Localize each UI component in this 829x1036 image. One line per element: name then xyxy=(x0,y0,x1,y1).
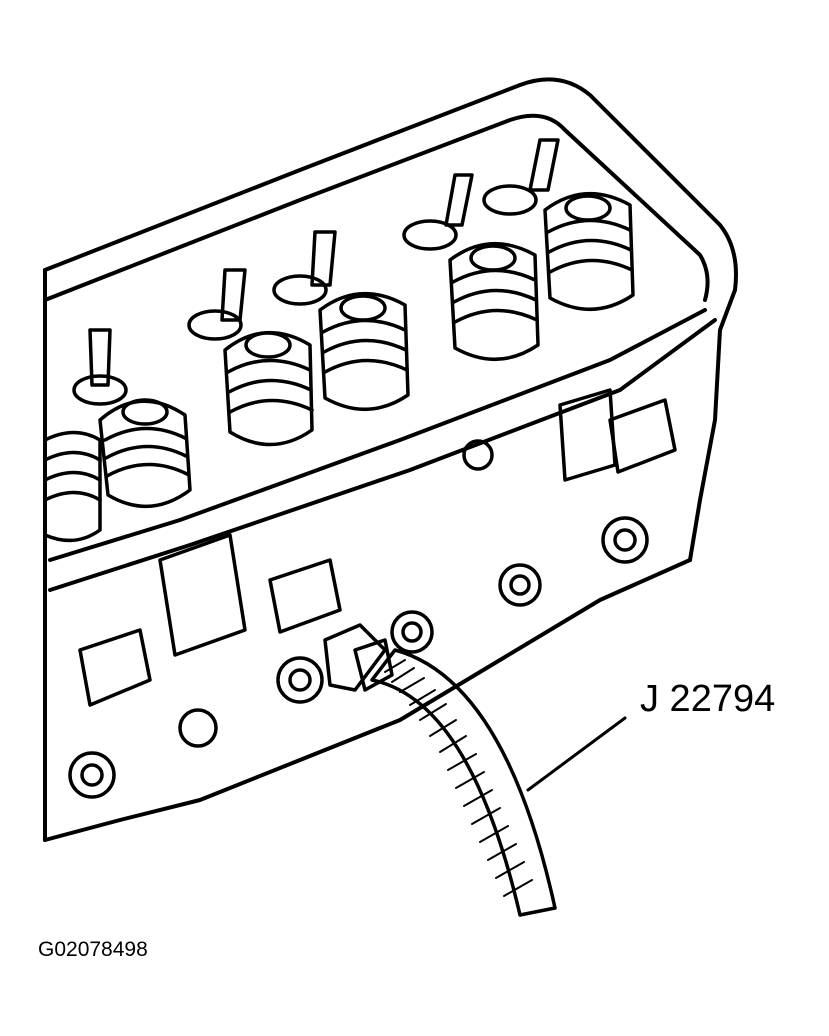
tool-j22794 xyxy=(370,648,557,917)
rocker-studs xyxy=(72,138,560,406)
rocker-stud-5 xyxy=(482,138,560,216)
figure-code: G02078498 xyxy=(38,938,148,961)
valve-spring-6 xyxy=(43,430,102,543)
valve-spring-5 xyxy=(543,192,635,311)
tool-label: J 22794 xyxy=(640,678,776,720)
bolt-bosses xyxy=(68,439,649,799)
valve-spring-3 xyxy=(318,292,410,411)
rocker-stud-1 xyxy=(72,328,128,406)
callout-leader-line xyxy=(526,716,627,792)
rocker-stud-2 xyxy=(187,268,247,341)
valve-spring-1 xyxy=(98,398,192,508)
rocker-stud-3 xyxy=(272,230,337,306)
sender-fitting xyxy=(323,623,394,692)
rocker-stud-4 xyxy=(402,173,474,251)
valve-spring-assemblies xyxy=(43,192,635,543)
valve-spring-2 xyxy=(223,331,314,447)
manifold-ports xyxy=(78,388,677,707)
cylinder-head-body xyxy=(43,77,738,842)
valve-spring-4 xyxy=(448,242,540,361)
